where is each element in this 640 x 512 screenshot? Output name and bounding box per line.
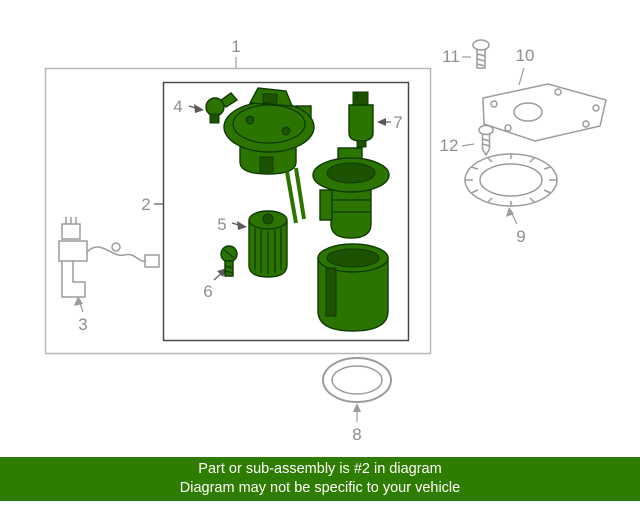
callout-5: 5 [217, 215, 227, 234]
part-6-valve [220, 245, 238, 277]
part-11-screw [472, 39, 490, 69]
callout-7: 7 [393, 113, 403, 132]
banner-line-1: Part or sub-assembly is #2 in diagram [198, 461, 442, 477]
callout-3: 3 [78, 315, 88, 334]
callout-12: 12 [439, 136, 459, 155]
arrowhead-9 [506, 207, 514, 217]
part-5-filter [248, 210, 288, 278]
leader-12 [461, 143, 475, 147]
highlight-banner: Part or sub-assembly is #2 in diagram Di… [0, 457, 640, 501]
part-10-gasket [482, 83, 607, 142]
callout-8: 8 [352, 425, 362, 444]
callout-10: 10 [515, 46, 535, 65]
part-12-screw [478, 124, 494, 157]
part-4-sensor [205, 92, 239, 124]
callout-6: 6 [203, 282, 213, 301]
callout-11: 11 [442, 47, 460, 66]
leader-10 [518, 67, 525, 86]
callout-leaders [74, 56, 525, 422]
banner-line-2: Diagram may not be specific to your vehi… [179, 480, 461, 496]
part-2-reservoir [317, 243, 389, 332]
arrowhead-4 [194, 104, 204, 113]
outer-assembly-box [44, 67, 432, 355]
part-8-seal-oring [322, 357, 392, 403]
part-2-pump-module [312, 147, 390, 239]
part-7-fuel-pump [348, 91, 374, 148]
arrowhead-5 [237, 221, 247, 230]
callout-4: 4 [173, 97, 183, 116]
arrowhead-3 [74, 296, 83, 306]
callout-2: 2 [141, 195, 151, 214]
callout-9: 9 [516, 227, 526, 246]
part-2-flange-module [223, 87, 315, 224]
part-3-fuel-level-sender [58, 217, 160, 298]
arrowhead-8 [353, 403, 361, 412]
callout-1: 1 [231, 37, 241, 56]
arrowhead-7 [377, 118, 386, 126]
part-9-lock-ring [464, 153, 558, 207]
inner-assembly-box [162, 81, 410, 342]
